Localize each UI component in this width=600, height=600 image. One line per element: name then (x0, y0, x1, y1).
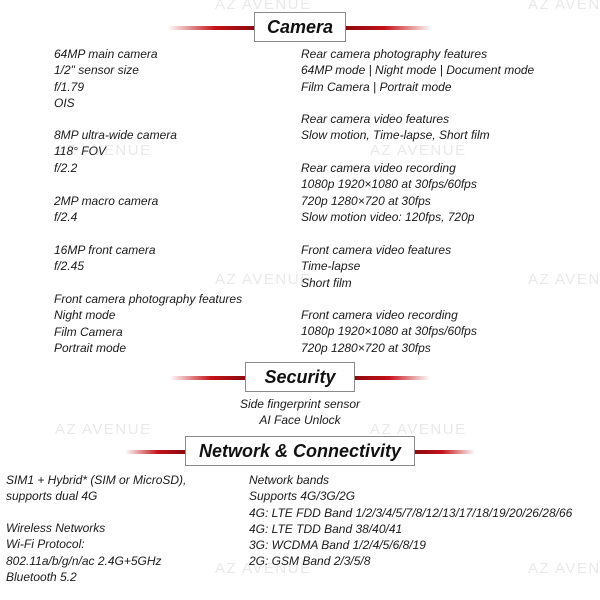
network-band: 3G: WCDMA Band 1/2/4/5/6/8/19 (249, 538, 426, 553)
watermark: AZ AVENUE (370, 142, 467, 159)
rear-photo-feature: Film Camera | Portrait mode (301, 79, 452, 94)
front-photo-feature: Film Camera (54, 324, 123, 339)
camera-right-column: Front camera video features Time-lapse S… (301, 242, 451, 291)
network-band: 4G: LTE TDD Band 38/40/41 (249, 521, 403, 536)
camera-right-column: Front camera video recording 1080p 1920×… (301, 307, 477, 356)
rear-video-recording-mode: 1080p 1920×1080 at 30fps/60fps (301, 177, 477, 192)
camera-ultrawide-fov: 118° FOV (54, 144, 106, 159)
camera-section-title: Camera (254, 12, 346, 42)
network-band: 4G: LTE FDD Band 1/2/3/4/5/7/8/12/13/17/… (249, 505, 573, 520)
front-video-feature: Short film (301, 275, 352, 290)
front-photo-feature: Portrait mode (54, 340, 127, 355)
camera-left-column: 2MP macro camera f/2.4 (54, 193, 158, 226)
wireless-networks-title: Wireless Networks (6, 521, 106, 535)
front-video-recording-mode: 1080p 1920×1080 at 30fps/60fps (301, 324, 477, 339)
network-band: 2G: GSM Band 2/3/5/8 (249, 554, 371, 569)
camera-front-title: 16MP front camera (54, 243, 156, 257)
security-feature: Side fingerprint sensor (239, 397, 361, 411)
camera-ultrawide-aperture: f/2.2 (54, 160, 78, 175)
sim-info: supports dual 4G (6, 489, 98, 504)
camera-macro-aperture: f/2.4 (54, 210, 78, 225)
header-bar-left (170, 376, 245, 380)
camera-right-column: Rear camera video recording 1080p 1920×1… (301, 160, 477, 225)
camera-right-column: Rear camera photography features 64MP mo… (301, 46, 534, 95)
camera-left-column: 16MP front camera f/2.45 (54, 242, 156, 275)
camera-ultrawide-title: 8MP ultra-wide camera (54, 128, 177, 142)
watermark: AZ AVENUE (215, 0, 312, 13)
network-band: Supports 4G/3G/2G (249, 489, 356, 504)
rear-photo-features-title: Rear camera photography features (301, 47, 488, 61)
network-left-column: Wireless Networks Wi-Fi Protocol: 802.11… (6, 520, 162, 585)
front-video-recording-title: Front camera video recording (301, 308, 458, 322)
watermark: AZ AVENUE (55, 142, 152, 159)
rear-video-recording-title: Rear camera video recording (301, 161, 456, 175)
network-right-column: Network bands Supports 4G/3G/2G 4G: LTE … (249, 472, 572, 570)
front-photo-features-title: Front camera photography features (54, 292, 243, 306)
network-section-header: Network & Connectivity (0, 436, 600, 468)
camera-left-column: 64MP main camera 1/2" sensor size f/1.79… (54, 46, 158, 111)
camera-right-column: Rear camera video features Slow motion, … (301, 111, 490, 144)
front-video-features-title: Front camera video features (301, 243, 452, 257)
front-video-recording-mode: 720p 1280×720 at 30fps (301, 340, 431, 355)
header-bar-left (125, 450, 185, 454)
watermark: AZ AVENUE (215, 560, 312, 577)
watermark: AZ AVENUE (528, 271, 600, 288)
header-bar-right (346, 26, 432, 30)
camera-macro-title: 2MP macro camera (54, 194, 159, 208)
front-photo-feature: Night mode (54, 308, 116, 323)
sim-info: SIM1 + Hybrid* (SIM or MicroSD), (6, 473, 187, 487)
watermark: AZ AVENUE (370, 421, 467, 438)
camera-section-header: Camera (0, 12, 600, 44)
security-section-header: Security (0, 362, 600, 394)
security-section-title: Security (245, 362, 355, 392)
camera-main-aperture: f/1.79 (54, 79, 85, 94)
rear-video-recording-mode: 720p 1280×720 at 30fps (301, 193, 431, 208)
watermark: AZ AVENUE (215, 271, 312, 288)
header-bar-left (168, 26, 254, 30)
camera-left-column: Front camera photography features Night … (54, 291, 242, 356)
watermark: AZ AVENUE (528, 0, 600, 13)
rear-video-recording-mode: Slow motion video: 120fps, 720p (301, 209, 475, 224)
header-bar-right (415, 450, 475, 454)
security-list: Side fingerprint sensor AI Face Unlock (200, 396, 400, 429)
camera-left-column: 8MP ultra-wide camera 118° FOV f/2.2 (54, 127, 177, 176)
camera-main-title: 64MP main camera (54, 47, 158, 61)
network-bands-title: Network bands (249, 473, 330, 487)
front-video-feature: Time-lapse (301, 259, 361, 274)
network-left-column: SIM1 + Hybrid* (SIM or MicroSD), support… (6, 472, 186, 505)
bluetooth-version: Bluetooth 5.2 (6, 569, 77, 584)
watermark: AZ AVENUE (528, 560, 600, 577)
camera-main-ois: OIS (54, 95, 75, 110)
camera-front-aperture: f/2.45 (54, 259, 85, 274)
rear-photo-feature: 64MP mode | Night mode | Document mode (301, 63, 535, 78)
wifi-protocol-label: Wi-Fi Protocol: (6, 537, 85, 552)
watermark: AZ AVENUE (55, 421, 152, 438)
rear-video-features-title: Rear camera video features (301, 112, 450, 126)
rear-video-feature: Slow motion, Time-lapse, Short film (301, 128, 490, 143)
network-section-title: Network & Connectivity (185, 436, 415, 466)
header-bar-right (355, 376, 430, 380)
camera-main-sensor: 1/2" sensor size (54, 63, 139, 78)
wifi-protocol-value: 802.11a/b/g/n/ac 2.4G+5GHz (6, 553, 162, 568)
security-feature: AI Face Unlock (259, 413, 341, 428)
